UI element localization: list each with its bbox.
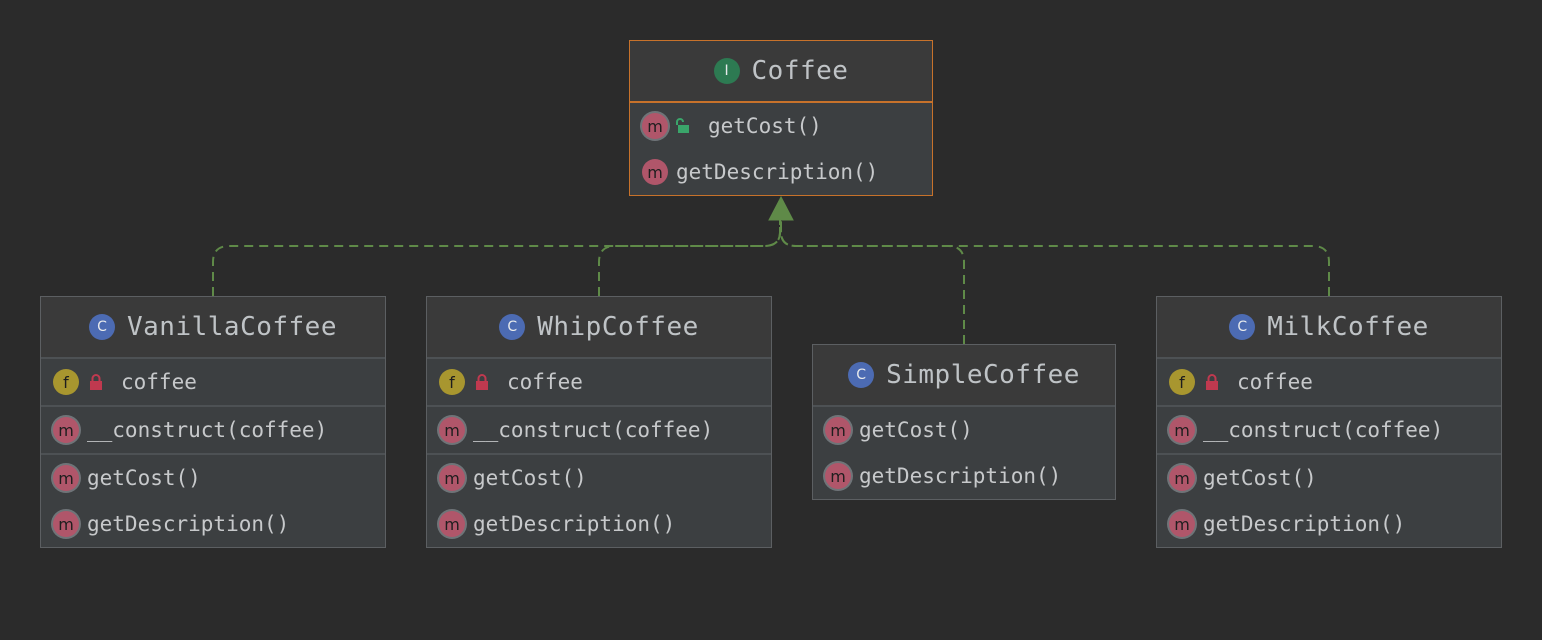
interface-name: Coffee [751,56,849,86]
method-row[interactable]: m getDescription() [1157,501,1501,547]
whipcoffee-class[interactable]: C WhipCoffee f coffee m __construct(coff… [426,296,772,548]
method-label: getDescription() [473,512,676,536]
inheritance-arrowhead [768,195,794,221]
class-name: VanillaCoffee [127,312,337,342]
method-icon: m [53,417,79,443]
constructor-label: __construct(coffee) [87,418,328,442]
private-lock-icon [476,374,488,390]
vanillacoffee-class[interactable]: C VanillaCoffee f coffee m __construct(c… [40,296,386,548]
methods-section: m getCost() m getDescription() [427,455,771,547]
constructor-label: __construct(coffee) [473,418,714,442]
private-lock-icon [90,374,102,390]
method-row[interactable]: m getDescription() [41,501,385,547]
constructor-section: m __construct(coffee) [1157,407,1501,455]
fields-section: f coffee [1157,359,1501,407]
milk-implements-line [780,220,1330,296]
field-row[interactable]: f coffee [427,359,771,405]
method-icon: m [53,511,79,537]
method-icon: m [439,417,465,443]
method-row[interactable]: m getDescription() [427,501,771,547]
class-icon: C [89,314,115,340]
method-label: getCost() [1203,466,1317,490]
method-icon: m [1169,417,1195,443]
method-icon: m [1169,511,1195,537]
field-row[interactable]: f coffee [41,359,385,405]
methods-section: m getCost() m getDescription() [813,407,1115,499]
method-icon: m [642,159,668,185]
method-icon: m [53,465,79,491]
method-icon: m [439,465,465,491]
method-row[interactable]: m getCost() [41,455,385,501]
vanilla-implements-line [212,220,781,296]
coffee-interface[interactable]: I Coffee m getCost() m getDescription() [629,40,933,196]
interface-method-getdescription[interactable]: m getDescription() [630,149,932,195]
method-row[interactable]: m getCost() [1157,455,1501,501]
field-label: coffee [507,370,583,394]
method-icon: m [642,113,668,139]
constructor-section: m __construct(coffee) [41,407,385,455]
field-icon: f [439,369,465,395]
class-icon: C [1229,314,1256,340]
field-label: coffee [1237,370,1313,394]
method-label: getDescription() [87,512,290,536]
class-header[interactable]: C WhipCoffee [427,297,771,359]
method-label: getDescription() [676,160,879,184]
fields-section: f coffee [427,359,771,407]
method-row[interactable]: m getDescription() [813,453,1115,499]
interface-methods: m getCost() m getDescription() [630,103,932,195]
method-label: getCost() [859,418,973,442]
method-label: getCost() [473,466,587,490]
methods-section: m getCost() m getDescription() [41,455,385,547]
constructor-row[interactable]: m __construct(coffee) [1157,407,1501,453]
method-icon: m [1169,465,1195,491]
methods-section: m getCost() m getDescription() [1157,455,1501,547]
coffee-interface-header[interactable]: I Coffee [630,41,932,103]
interface-method-getcost[interactable]: m getCost() [630,103,932,149]
class-icon: C [848,362,875,388]
method-icon: m [825,463,851,489]
whip-implements-line [598,220,781,296]
field-icon: f [1169,369,1195,395]
constructor-row[interactable]: m __construct(coffee) [41,407,385,453]
simple-implements-line [780,220,965,344]
method-label: getCost() [708,114,822,138]
private-lock-icon [1206,374,1218,390]
field-icon: f [53,369,79,395]
field-row[interactable]: f coffee [1157,359,1501,405]
method-icon: m [825,417,851,443]
method-icon: m [439,511,465,537]
method-label: getCost() [87,466,201,490]
class-name: SimpleCoffee [886,360,1080,390]
class-name: WhipCoffee [537,312,699,342]
field-label: coffee [121,370,197,394]
fields-section: f coffee [41,359,385,407]
class-header[interactable]: C SimpleCoffee [813,345,1115,407]
method-label: getDescription() [1203,512,1406,536]
class-icon: C [499,314,526,340]
class-header[interactable]: C MilkCoffee [1157,297,1501,359]
class-header[interactable]: C VanillaCoffee [41,297,385,359]
constructor-section: m __construct(coffee) [427,407,771,455]
simplecoffee-class[interactable]: C SimpleCoffee m getCost() m getDescript… [812,344,1116,500]
constructor-row[interactable]: m __construct(coffee) [427,407,771,453]
interface-icon: I [713,58,740,84]
unlocked-icon [676,118,689,133]
constructor-label: __construct(coffee) [1203,418,1444,442]
class-name: MilkCoffee [1267,312,1429,342]
method-row[interactable]: m getCost() [427,455,771,501]
milkcoffee-class[interactable]: C MilkCoffee f coffee m __construct(coff… [1156,296,1502,548]
method-label: getDescription() [859,464,1062,488]
method-row[interactable]: m getCost() [813,407,1115,453]
